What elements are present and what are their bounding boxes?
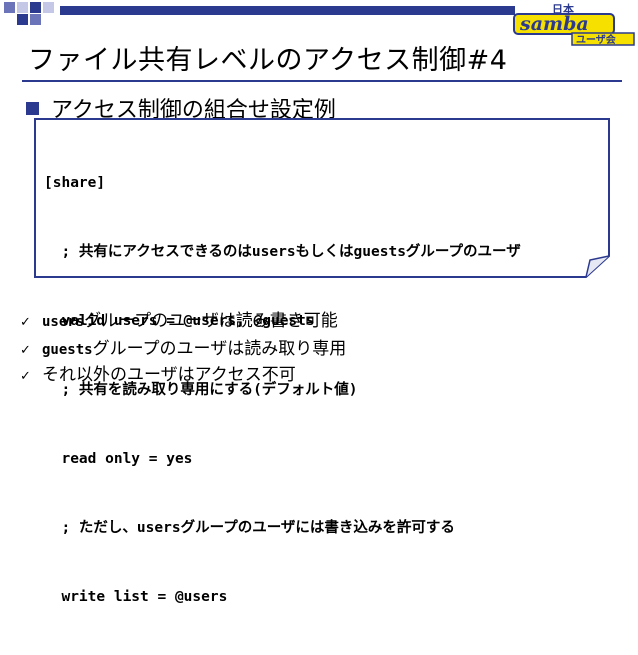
sub-item-users: ✓ usersグループのユーザは読み書き可能 (20, 306, 338, 331)
sub-item-text: グループのユーザは読み取り専用 (92, 339, 347, 359)
title-divider (22, 80, 622, 82)
sub-item-others: ✓ それ以外のユーザはアクセス不可 (20, 360, 296, 385)
square-bullet-icon (26, 102, 39, 115)
check-icon: ✓ (20, 369, 31, 384)
check-icon: ✓ (20, 343, 31, 358)
sub-item-mono: users (42, 314, 85, 330)
samba-logo: 日本 samba ユーザ会 (512, 2, 636, 46)
code-line: read only = yes (44, 451, 193, 467)
decorative-squares (0, 0, 60, 25)
sub-item-text: それ以外のユーザはアクセス不可 (42, 365, 296, 385)
header-bar (60, 6, 515, 15)
logo-text-bottom: ユーザ会 (576, 33, 616, 46)
code-line: ; ただし、usersグループのユーザには書き込みを許可する (44, 520, 455, 536)
code-line: ; 共有にアクセスできるのはusersもしくはguestsグループのユーザ (44, 244, 521, 260)
slide-title: ファイル共有レベルのアクセス制御#4 (28, 45, 508, 76)
code-line: ; 共有を読み取り専用にする(デフォルト値) (44, 382, 358, 398)
config-code: [share] ; 共有にアクセスできるのはusersもしくはguestsグルー… (44, 126, 521, 655)
check-icon: ✓ (20, 315, 31, 330)
code-line: [share] (44, 175, 106, 191)
sub-item-mono: guests (42, 342, 93, 358)
config-code-box: [share] ; 共有にアクセスできるのはusersもしくはguestsグルー… (34, 118, 610, 605)
code-line: write list = @users (44, 589, 228, 605)
sub-item-guests: ✓ guestsグループのユーザは読み取り専用 (20, 334, 346, 359)
logo-text-samba: samba (519, 13, 589, 35)
code-line: valid users = @users, @guests (44, 313, 315, 329)
sub-item-text: グループのユーザは読み書き可能 (84, 311, 338, 331)
logo-text-top: 日本 (552, 2, 574, 16)
